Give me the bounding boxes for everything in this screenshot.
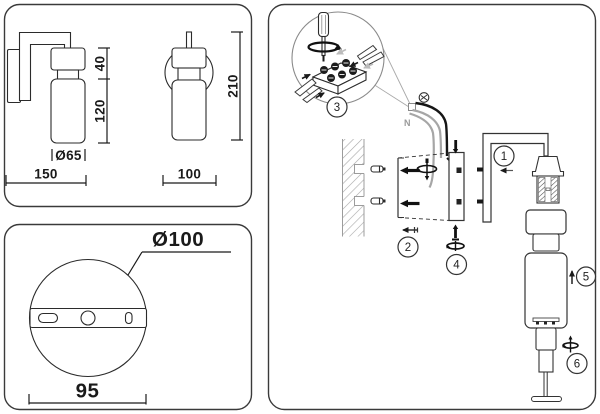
panel-installation-steps: 3 N — [267, 3, 597, 411]
wiring-detail-circle: 3 — [291, 11, 385, 118]
bracket-center-hole — [80, 310, 96, 326]
finial-stem — [543, 371, 548, 398]
lamp-body-side — [50, 78, 86, 144]
cable-junction — [408, 103, 416, 111]
insert-arrows — [301, 48, 374, 99]
wall-anchor-icon — [370, 165, 386, 173]
wall-anchor-icon — [370, 197, 386, 205]
drill-hole — [354, 164, 364, 174]
lamp-neck-front — [177, 67, 201, 81]
step-4-badge: 4 — [445, 253, 468, 276]
wall-section — [342, 139, 365, 237]
finial-disc — [531, 396, 562, 402]
plate-screw-arrow — [400, 199, 420, 208]
dimension-150: 150 — [5, 167, 87, 186]
dimension-diameter-65: Ø65 — [51, 148, 86, 163]
dim-label-100: 100 — [178, 167, 201, 182]
neutral-wire — [412, 108, 443, 159]
step-6-number: 6 — [574, 359, 580, 371]
dimension-diameter-100: Ø100 — [127, 228, 231, 276]
shade-cap — [525, 209, 567, 235]
dimension-40-120: 40 120 — [93, 47, 110, 144]
dimension-100: 100 — [162, 167, 217, 186]
dimension-95: 95 — [28, 380, 147, 405]
socket-contact — [545, 187, 551, 191]
step-5-badge: 5 — [575, 266, 597, 287]
finial-body — [538, 349, 554, 373]
dim-label-95: 95 — [76, 380, 100, 403]
lamp-front-view — [164, 31, 214, 141]
step-3-number: 3 — [334, 102, 340, 114]
terminal-point — [456, 199, 462, 205]
lamp-cap-side — [50, 47, 86, 71]
bracket-slot — [37, 312, 59, 324]
lamp-body-front — [171, 79, 207, 141]
neutral-wire-label: N — [404, 118, 411, 128]
wall-hatch — [342, 139, 364, 237]
dim-label-d65: Ø65 — [55, 148, 82, 163]
dim-label-40: 40 — [93, 56, 108, 72]
step-2-badge: 2 — [397, 236, 419, 258]
top-screw-icon — [452, 140, 459, 154]
fixing-screw-icon — [446, 224, 465, 251]
ground-screw-icon — [418, 92, 430, 103]
glass-tube — [524, 252, 568, 329]
shade-ring — [532, 233, 560, 252]
step-2-number: 2 — [405, 242, 411, 254]
step-5-number: 5 — [583, 272, 589, 284]
screwdriver-icon — [317, 11, 330, 62]
panel-dimension-views: 40 120 Ø65 150 210 — [3, 3, 253, 208]
step-1-badge: 1 — [493, 145, 515, 167]
dim-label-210: 210 — [226, 74, 241, 97]
callout-line — [372, 83, 410, 108]
lamp-neck-side — [56, 69, 80, 80]
wire-clamp-screw-icon — [416, 158, 438, 181]
anchor-screw-icon — [402, 227, 419, 233]
lamp-socket — [531, 155, 565, 204]
dim-label-120: 120 — [93, 99, 108, 122]
tube-rail — [532, 317, 560, 322]
bulb-finial-assembly — [531, 327, 562, 402]
step-1-number: 1 — [501, 151, 507, 163]
mounting-plate-side — [448, 140, 465, 222]
live-wire — [415, 101, 449, 157]
panel-border — [267, 3, 597, 411]
terminal-point — [456, 167, 462, 173]
dimension-210: 210 — [226, 31, 243, 141]
step-4-number: 4 — [453, 260, 460, 272]
terminal-screws — [320, 59, 357, 82]
lamp-stem-front — [185, 31, 193, 50]
step-6-badge: 6 — [566, 352, 588, 375]
screw-end — [477, 199, 483, 204]
bracket-side-hole — [124, 311, 133, 325]
rotate-in-icon — [562, 335, 579, 353]
ground-wire — [409, 112, 435, 189]
mounting-bracket-strip — [29, 307, 148, 329]
dim-label-d100: Ø100 — [152, 228, 204, 251]
lamp-side-view — [6, 31, 86, 144]
panel-base-view: Ø100 95 — [3, 223, 253, 411]
terminal-block — [294, 44, 385, 104]
plate-screw-arrow — [400, 166, 420, 175]
step-3-badge: 3 — [326, 96, 348, 118]
socket-thread — [550, 177, 558, 202]
drill-hole — [354, 196, 364, 206]
screw-end — [477, 167, 483, 172]
dim-label-150: 150 — [34, 167, 57, 182]
socket-thread — [538, 177, 546, 202]
wall-plate-side — [6, 48, 22, 104]
mounting-plate-front — [397, 152, 451, 221]
finial-holder — [535, 327, 557, 351]
lamp-cap-front — [171, 47, 207, 69]
